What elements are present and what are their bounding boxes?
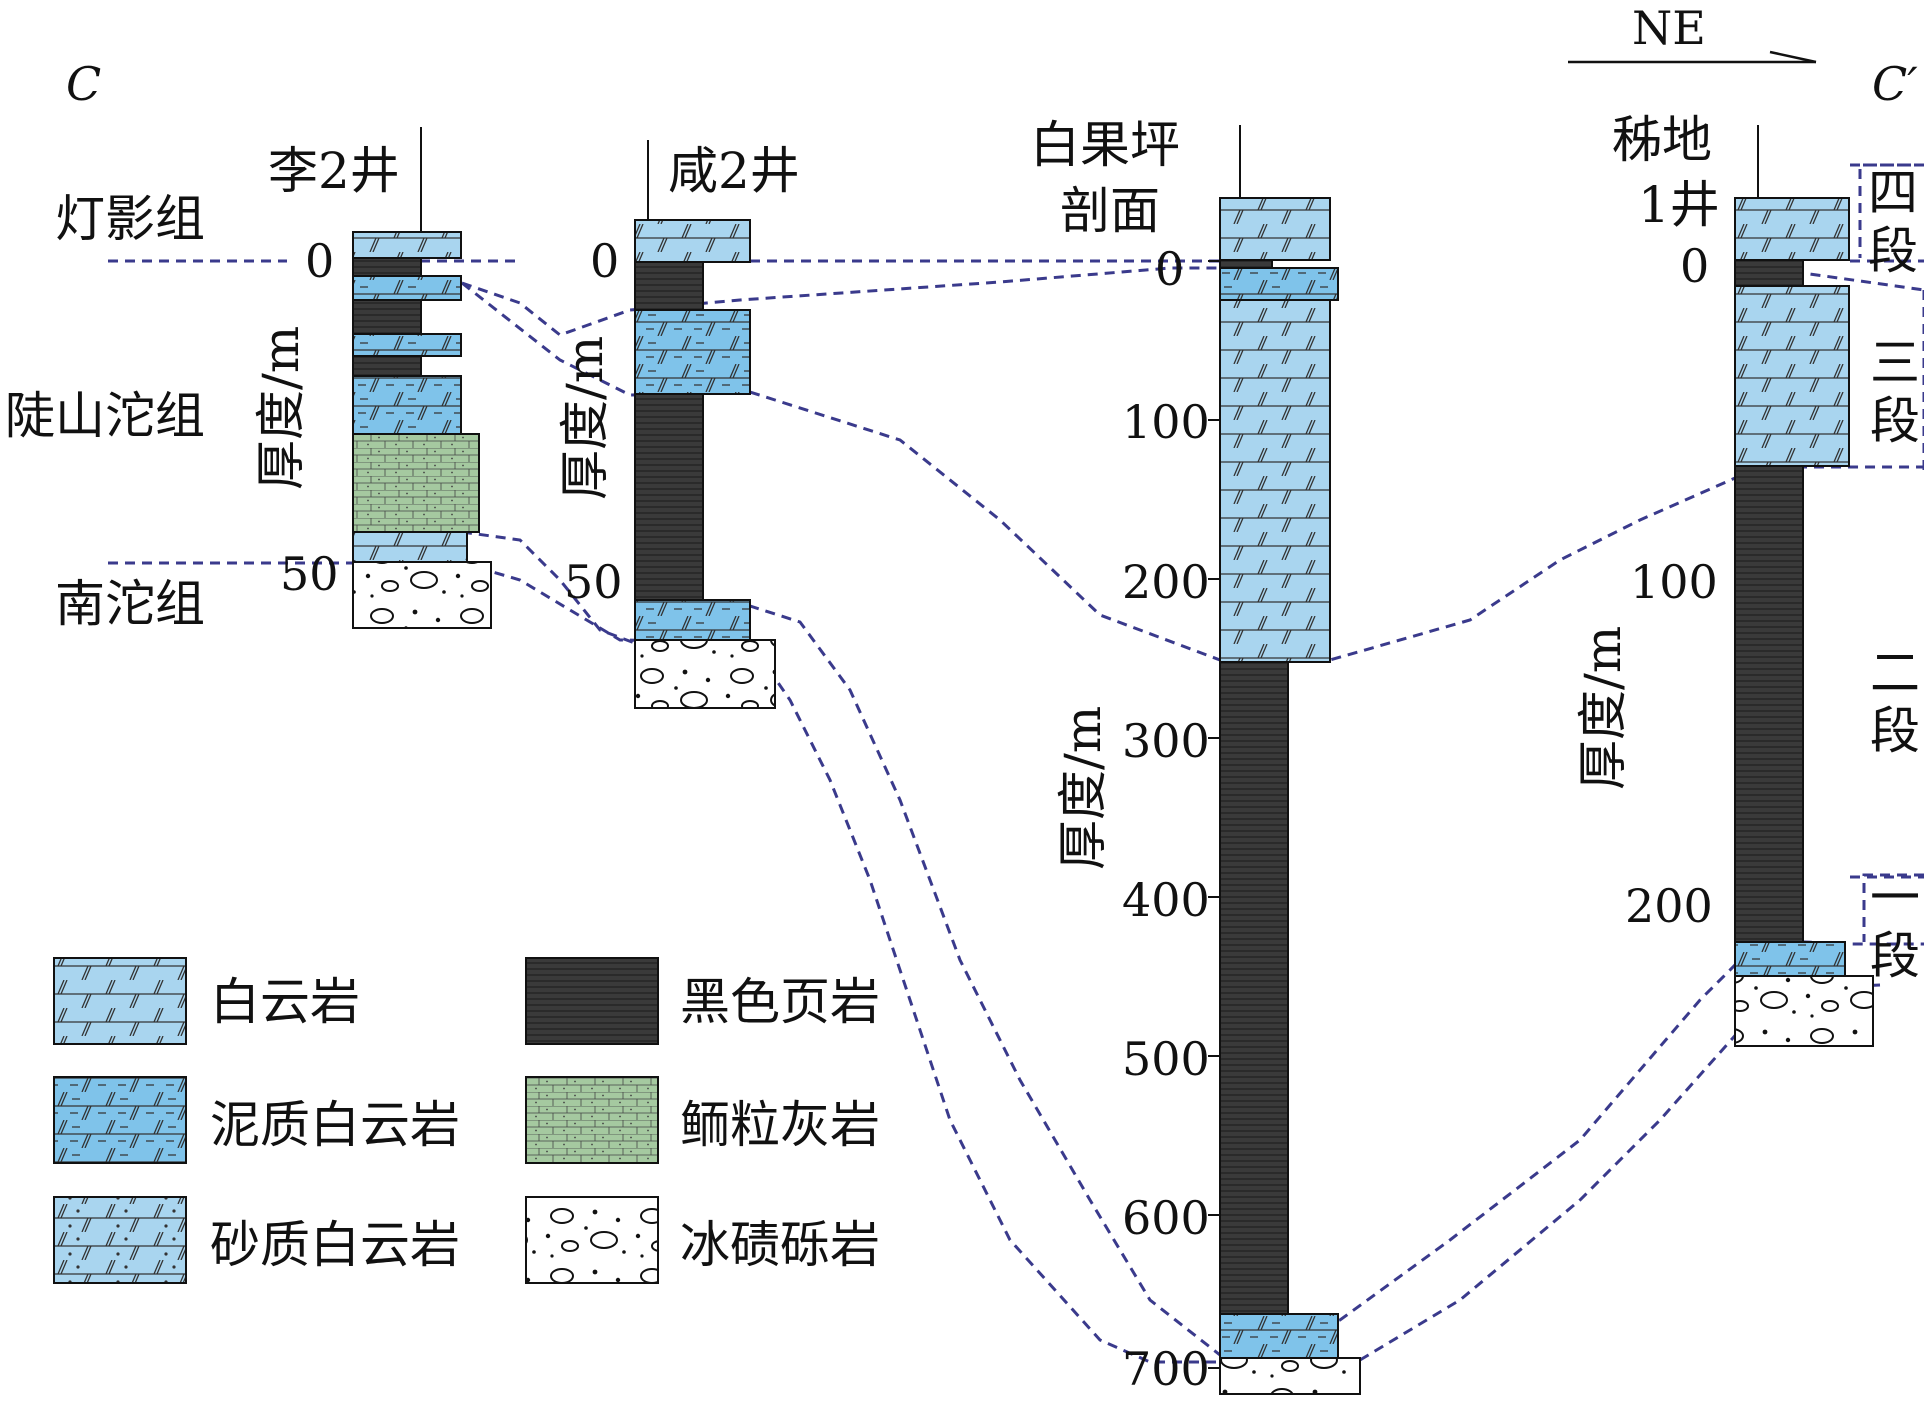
legend-label-tillite: 冰碛砾岩 bbox=[680, 1216, 880, 1274]
legend-swatch-oolitic-limestone bbox=[525, 1076, 659, 1164]
column-zidi1-tick-200: 200 bbox=[1625, 879, 1713, 933]
legend-label-argillaceous-dolomite: 泥质白云岩 bbox=[210, 1096, 460, 1154]
column-baiguoping-name-line2: 剖面 bbox=[1060, 182, 1160, 240]
column-xian2-name: 咸2井 bbox=[668, 142, 800, 200]
legend-swatch-tillite bbox=[525, 1196, 659, 1284]
formation-nantuo: 南沱组 bbox=[55, 575, 205, 633]
column-baiguoping: 白果坪 剖面 0 100 200 300 400 500 600 700 厚度/… bbox=[1030, 116, 1361, 1396]
column-baiguoping-tick-700: 700 bbox=[1122, 1342, 1210, 1396]
column-baiguoping-name-line1: 白果坪 bbox=[1030, 116, 1180, 174]
member-label-2: 二段 bbox=[1870, 644, 1920, 760]
legend-label-sandy-dolomite: 砂质白云岩 bbox=[210, 1216, 460, 1274]
legend-label-dolomite: 白云岩 bbox=[210, 973, 360, 1031]
column-baiguoping-tick-400: 400 bbox=[1122, 873, 1210, 927]
member-label-4: 四段 bbox=[1868, 164, 1918, 280]
column-zidi1-name-line2: 1井 bbox=[1638, 176, 1720, 234]
formation-dengying: 灯影组 bbox=[55, 190, 205, 248]
column-baiguoping-tick-100: 100 bbox=[1122, 395, 1210, 449]
legend-label-black-shale: 黑色页岩 bbox=[680, 973, 880, 1031]
legend-swatch-argillaceous-dolomite bbox=[53, 1076, 187, 1164]
member-label-1: 一段 bbox=[1870, 869, 1920, 985]
column-baiguoping-tick-300: 300 bbox=[1122, 714, 1210, 768]
section-label-right: C′ bbox=[1872, 57, 1918, 111]
member-label-3: 三段 bbox=[1870, 334, 1920, 450]
column-baiguoping-axis-label: 厚度/m bbox=[1054, 706, 1112, 870]
legend-swatch-dolomite bbox=[53, 957, 187, 1045]
column-baiguoping-tick-0: 0 bbox=[1155, 242, 1184, 296]
legend-swatch-sandy-dolomite bbox=[53, 1196, 187, 1284]
column-zidi1-name-line1: 秭地 bbox=[1612, 111, 1712, 169]
legend: 白云岩 黑色页岩 泥质白云岩 鲕粒灰岩 砂质白云岩 冰碛砾岩 bbox=[53, 957, 880, 1284]
column-li2: 李2井 0 50 厚度/m bbox=[252, 127, 492, 629]
legend-label-oolitic-limestone: 鲕粒灰岩 bbox=[680, 1096, 880, 1154]
column-zidi1-tick-0: 0 bbox=[1680, 239, 1709, 293]
column-li2-axis-label: 厚度/m bbox=[252, 326, 310, 490]
formation-doushantuo: 陡山沱组 bbox=[5, 387, 205, 445]
column-li2-name: 李2井 bbox=[268, 142, 400, 200]
column-baiguoping-tick-600: 600 bbox=[1122, 1191, 1210, 1245]
member-labels: 四段 bbox=[1868, 164, 1918, 280]
column-li2-tick-50: 50 bbox=[280, 547, 339, 601]
column-baiguoping-tick-500: 500 bbox=[1122, 1032, 1210, 1086]
column-xian2-axis-label: 厚度/m bbox=[556, 336, 614, 500]
correlation-doushantuo-base bbox=[108, 530, 1924, 1362]
column-zidi1-axis-label: 厚度/m bbox=[1574, 626, 1632, 790]
direction-label: NE bbox=[1632, 1, 1706, 55]
legend-swatch-black-shale bbox=[525, 957, 659, 1045]
column-xian2: 咸2井 0 50 厚度/m bbox=[556, 140, 800, 709]
column-baiguoping-tick-200: 200 bbox=[1122, 555, 1210, 609]
section-label-left: C bbox=[66, 57, 101, 111]
direction-arrow: NE bbox=[1568, 1, 1817, 64]
column-xian2-tick-0: 0 bbox=[590, 234, 619, 288]
column-zidi1-tick-100: 100 bbox=[1630, 555, 1718, 609]
column-li2-tick-0: 0 bbox=[305, 234, 334, 288]
member-brackets bbox=[1858, 163, 1924, 942]
column-zidi1: 秭地 1井 0 100 200 厚度/m bbox=[1574, 111, 1874, 1047]
column-xian2-tick-50: 50 bbox=[564, 555, 623, 609]
